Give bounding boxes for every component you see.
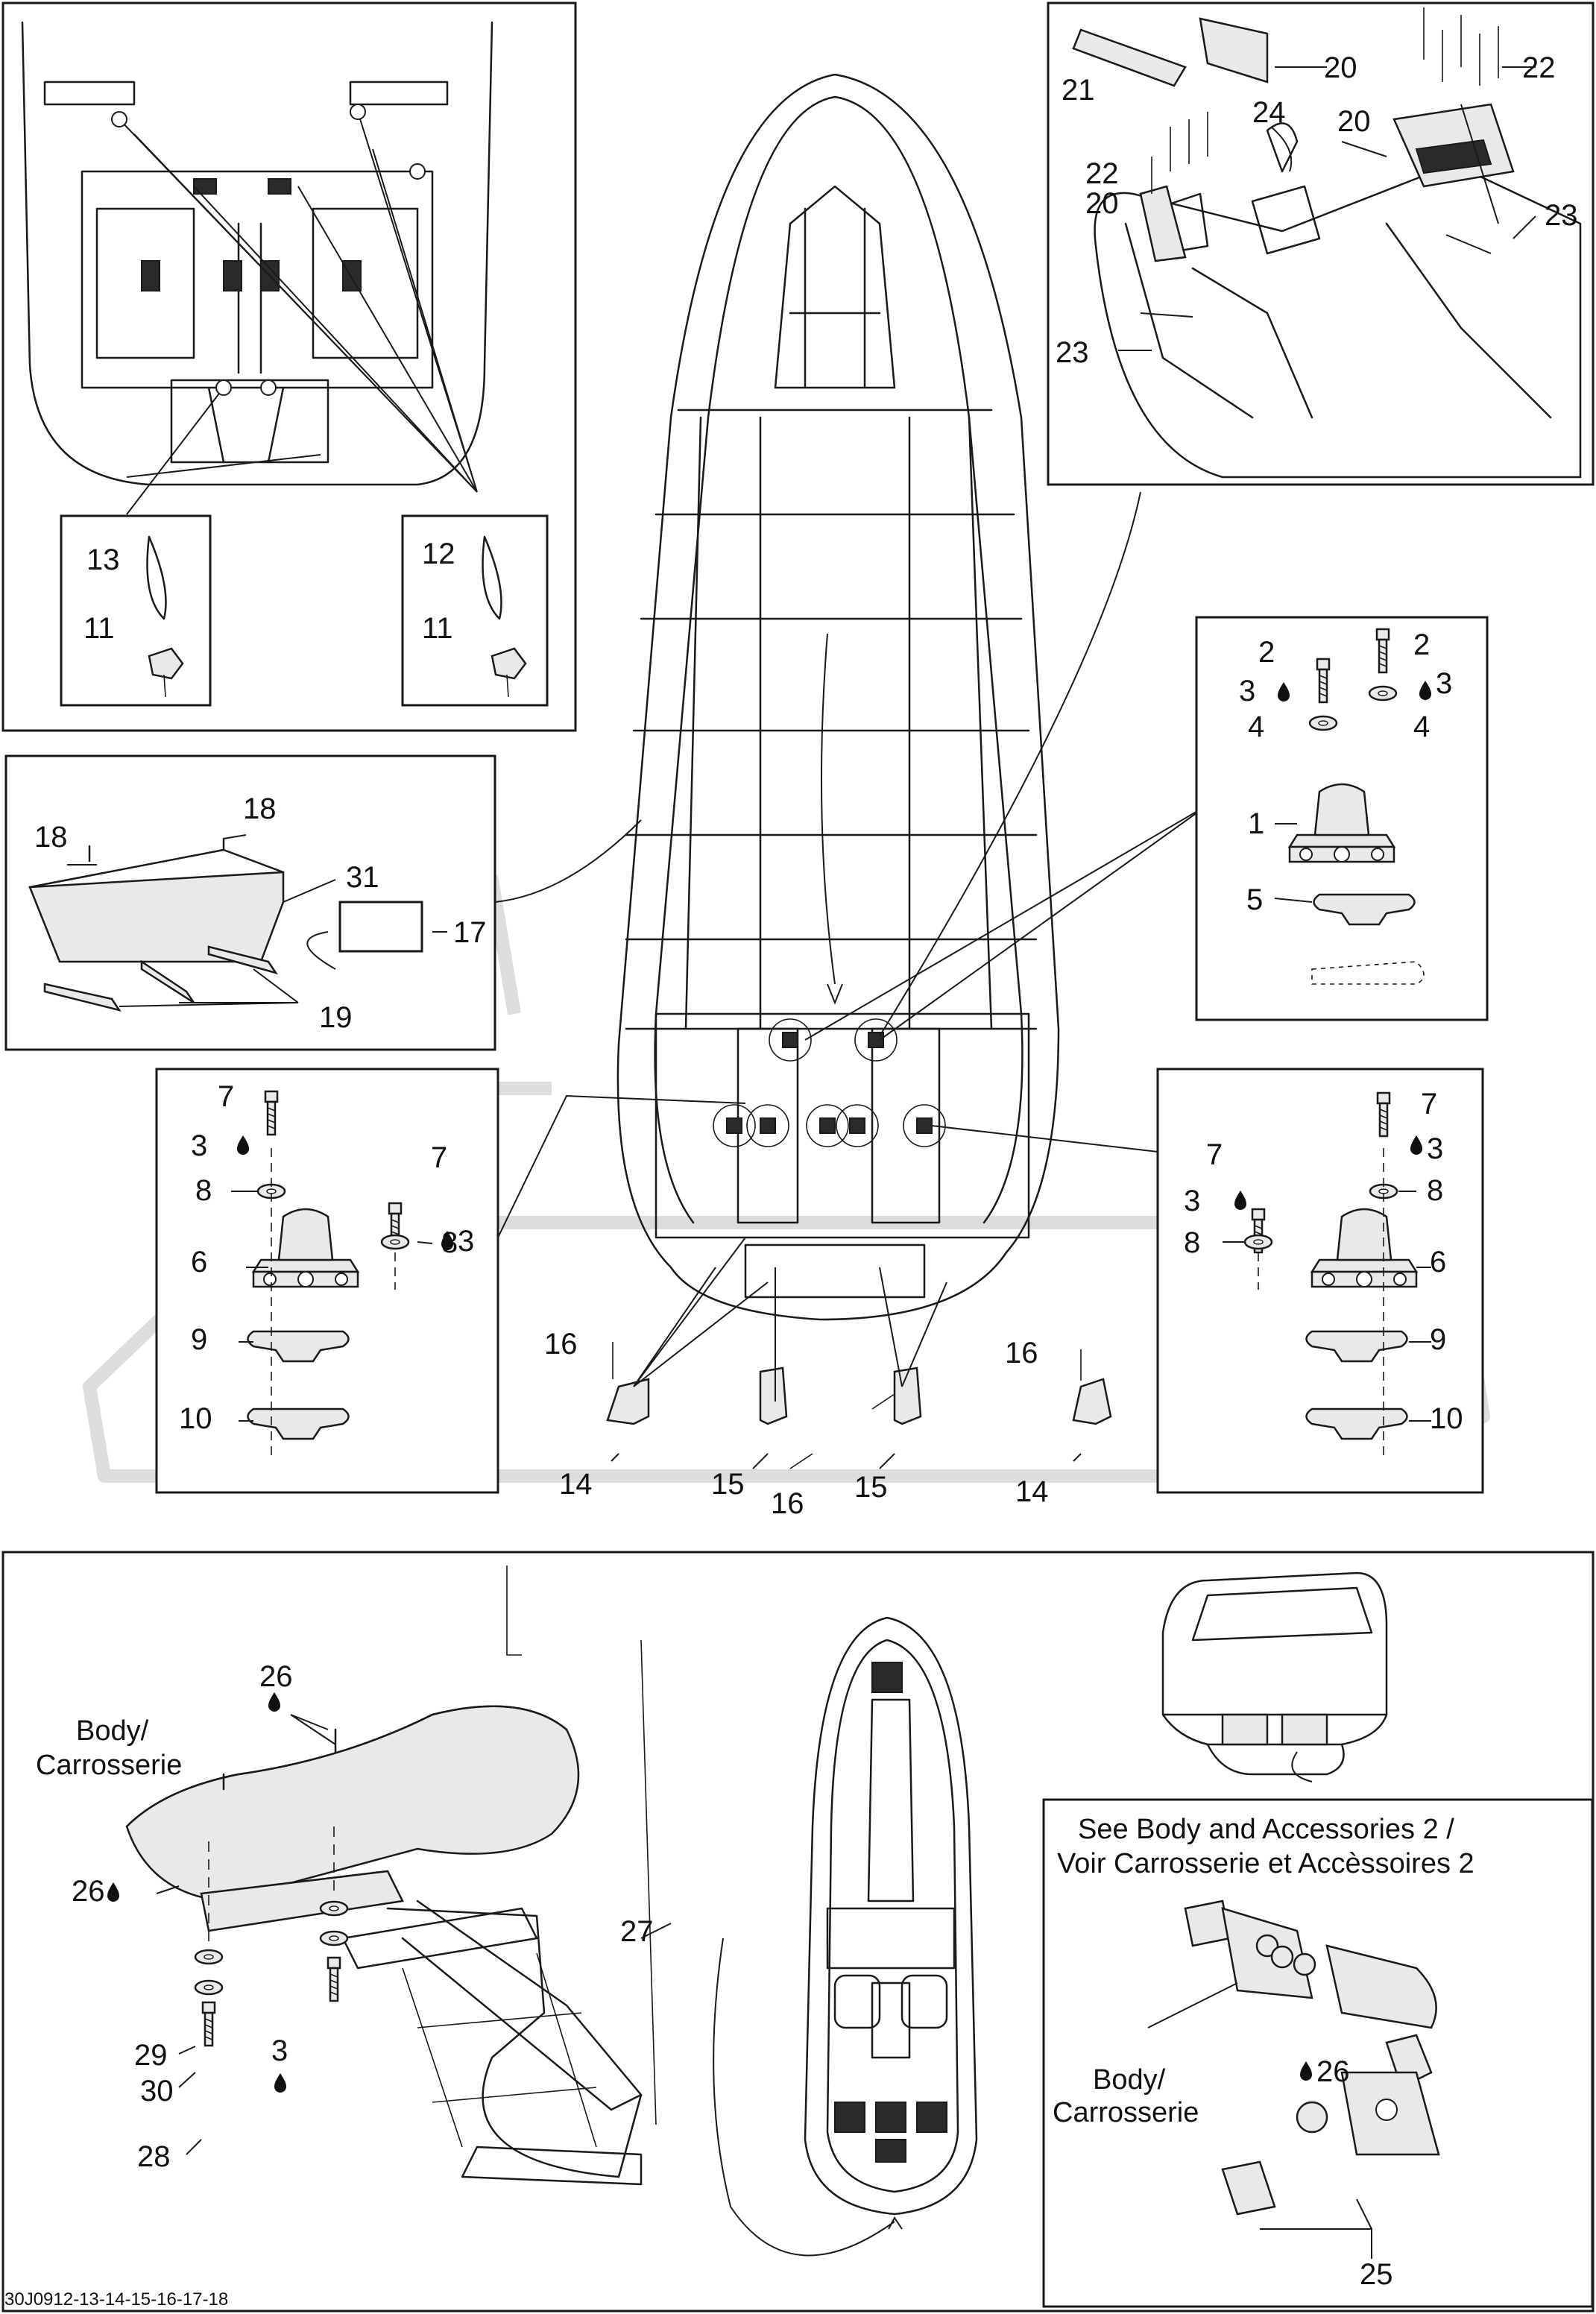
hull-mount-points — [713, 1018, 946, 1147]
callout-27: 27 — [620, 1915, 654, 1948]
callout-18a: 18 — [34, 821, 68, 854]
panel-engine-mount-left: 7 3 8 7 3 8 6 9 10 — [155, 1068, 746, 1494]
callout-19: 19 — [319, 1001, 353, 1034]
label-body-left: Body/ Carrosserie — [36, 1715, 182, 1781]
callout-20b: 20 — [1337, 105, 1371, 138]
callout-3d: 3 — [458, 1225, 474, 1258]
callout-3c: 3 — [191, 1129, 207, 1162]
callout-6a: 6 — [191, 1246, 207, 1279]
callout-11b: 11 — [422, 612, 453, 645]
svg-text:Body/: Body/ — [1093, 2064, 1166, 2096]
callout-2b: 2 — [1413, 628, 1430, 661]
callout-15b: 15 — [854, 1471, 888, 1504]
callout-9b: 9 — [1430, 1323, 1446, 1356]
callout-30: 30 — [140, 2075, 174, 2107]
callout-16b: 16 — [771, 1487, 804, 1520]
callout-21: 21 — [1062, 74, 1095, 107]
hull-overview — [616, 73, 1208, 1321]
callout-3f: 3 — [1184, 1185, 1200, 1217]
callout-18b: 18 — [243, 792, 277, 825]
svg-text:Carrosserie: Carrosserie — [36, 1750, 182, 1781]
callout-17: 17 — [453, 916, 487, 949]
callout-25: 25 — [1360, 2258, 1393, 2291]
callout-14a: 14 — [559, 1468, 593, 1501]
callout-3e: 3 — [1427, 1132, 1443, 1165]
callout-20a: 20 — [1324, 51, 1357, 84]
label-body-right: Body/ Carrosserie — [1053, 2064, 1199, 2128]
callout-3b: 3 — [1436, 667, 1452, 700]
callout-11a: 11 — [83, 612, 115, 645]
callout-8d: 8 — [1184, 1226, 1200, 1259]
panel-stern-ties: 13 11 12 11 — [1, 1, 577, 732]
callout-22a: 22 — [1522, 51, 1556, 84]
callout-22b: 22 — [1085, 157, 1119, 190]
callout-28: 28 — [137, 2140, 171, 2173]
callout-6b: 6 — [1430, 1246, 1446, 1279]
svg-text:Carrosserie: Carrosserie — [1053, 2097, 1199, 2128]
svg-text:Body/: Body/ — [76, 1715, 149, 1747]
label-see-body-accessories: See Body and Accessories 2 / Voir Carros… — [1057, 1814, 1474, 1879]
callout-4a: 4 — [1248, 710, 1264, 743]
callout-24: 24 — [1252, 96, 1286, 129]
callout-7b: 7 — [431, 1141, 447, 1174]
panel-motor-mount: 2 2 3 3 4 4 1 5 — [1195, 616, 1489, 1021]
callout-8b: 8 — [441, 1226, 458, 1259]
callout-16c: 16 — [1005, 1337, 1038, 1369]
callout-8c: 8 — [1427, 1174, 1443, 1207]
callout-5: 5 — [1246, 883, 1263, 916]
callout-20c: 20 — [1085, 187, 1119, 220]
callout-31: 31 — [346, 861, 379, 894]
callout-2a: 2 — [1258, 636, 1275, 669]
callout-1: 1 — [1248, 807, 1264, 840]
callout-26b: 26 — [72, 1875, 105, 1908]
callout-7c: 7 — [1421, 1088, 1437, 1120]
callout-16a: 16 — [544, 1328, 578, 1361]
callout-26c: 26 — [1316, 2055, 1350, 2088]
callout-9a: 9 — [191, 1323, 207, 1356]
callout-14b: 14 — [1015, 1475, 1049, 1508]
callout-4b: 4 — [1413, 710, 1430, 743]
callout-8a: 8 — [195, 1174, 212, 1207]
document-reference: 30J0912-13-14-15-16-17-18 — [4, 2289, 228, 2310]
callout-23b: 23 — [1056, 336, 1089, 369]
callout-3g: 3 — [271, 2034, 288, 2067]
panel-pads: 21 20 22 24 20 22 20 23 23 — [1047, 1, 1595, 486]
panel-engine-mount-right: 7 3 8 7 3 8 6 9 10 — [931, 1068, 1484, 1494]
panel-boarding-ladder: Body/ Carrosserie 26 26 27 29 30 3 28 Se… — [1, 1551, 1595, 2313]
svg-text:Voir Carrosserie et Accèssoire: Voir Carrosserie et Accèssoires 2 — [1057, 1848, 1474, 1879]
panel-storage-bin: 18 18 31 17 19 — [4, 754, 642, 1051]
callout-7a: 7 — [218, 1080, 234, 1113]
callout-12: 12 — [422, 537, 455, 570]
callout-15a: 15 — [711, 1468, 745, 1501]
callout-10a: 10 — [179, 1402, 212, 1435]
callout-3a: 3 — [1239, 675, 1255, 707]
callout-10b: 10 — [1430, 1402, 1463, 1435]
callout-13: 13 — [86, 543, 120, 576]
callout-7d: 7 — [1206, 1138, 1223, 1171]
brackets: 16 14 15 16 15 16 14 — [544, 1237, 1112, 1520]
svg-text:See Body and Accessories 2 /: See Body and Accessories 2 / — [1078, 1814, 1454, 1845]
callout-23a: 23 — [1545, 199, 1578, 232]
callout-26a: 26 — [259, 1660, 293, 1693]
callout-29: 29 — [134, 2039, 168, 2072]
